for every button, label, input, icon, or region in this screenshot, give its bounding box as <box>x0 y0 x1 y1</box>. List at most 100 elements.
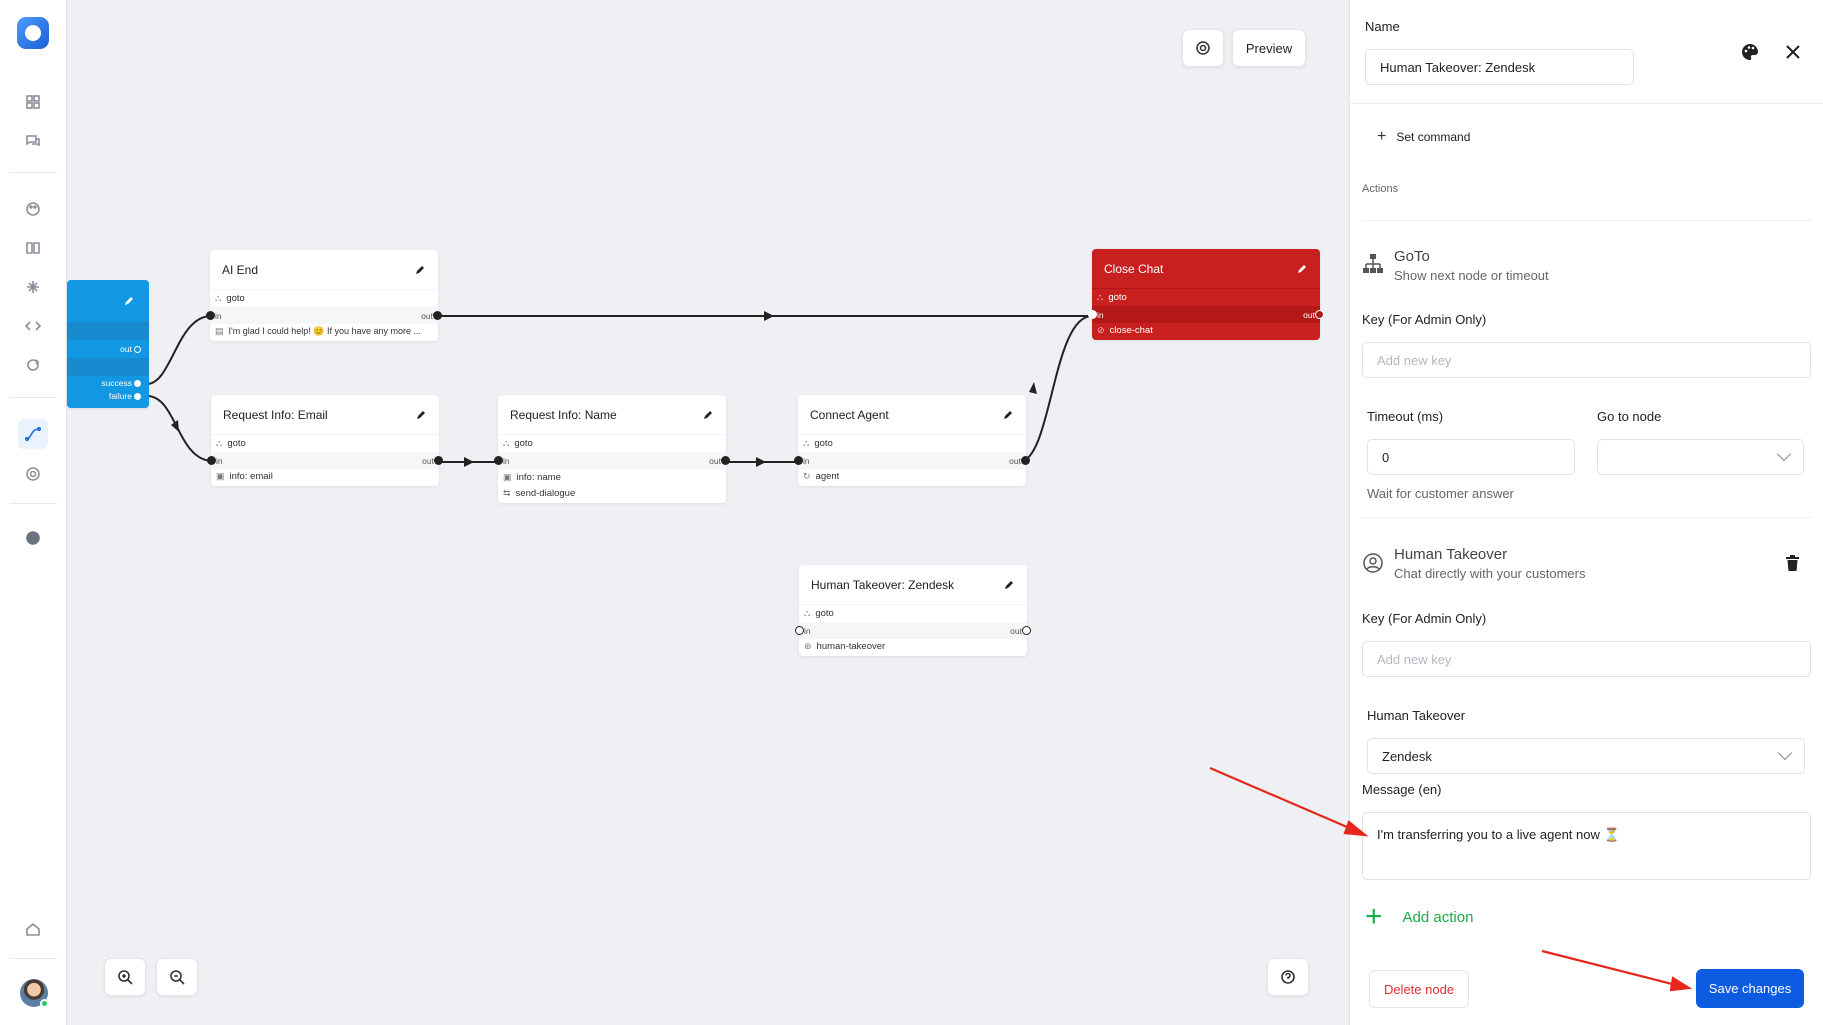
name-input[interactable]: Human Takeover: Zendesk <box>1365 49 1634 85</box>
palette-icon[interactable] <box>22 198 44 220</box>
sitemap-icon: ⛬ <box>803 438 810 448</box>
goto-key-input[interactable]: Add new key <box>1362 342 1811 378</box>
flow-canvas[interactable]: Preview out success failure AI End ⛬go <box>67 0 1349 1025</box>
port-in[interactable] <box>1088 310 1097 319</box>
pencil-icon[interactable] <box>702 409 714 421</box>
port-out[interactable] <box>134 345 141 353</box>
port-in[interactable] <box>794 456 803 465</box>
help-icon <box>1281 970 1295 984</box>
add-action-label: Add action <box>1402 908 1474 926</box>
node-editor-panel: Name Human Takeover: Zendesk + Set comma… <box>1349 0 1823 1025</box>
set-command-button[interactable]: + Set command <box>1377 128 1470 146</box>
sparkle-icon[interactable] <box>22 276 44 298</box>
node-title: AI End <box>222 262 259 277</box>
port-failure[interactable] <box>134 392 141 400</box>
port-out[interactable] <box>1022 626 1031 635</box>
nav-divider <box>10 503 57 504</box>
zoom-out-button[interactable] <box>156 958 198 996</box>
arrowhead <box>171 420 179 432</box>
sitemap-icon: ⛬ <box>804 608 811 618</box>
port-out-label: out <box>1010 625 1022 636</box>
app-logo[interactable] <box>17 17 49 49</box>
port-out[interactable] <box>721 456 730 465</box>
port-in-label: in <box>1097 309 1104 320</box>
actions-label: Actions <box>1362 183 1399 195</box>
palette-icon[interactable] <box>1740 42 1760 62</box>
port-success-label: success <box>101 378 132 388</box>
canvas-settings-button[interactable] <box>1182 29 1224 67</box>
agent-icon: ↻ <box>803 471 811 481</box>
preview-button[interactable]: Preview <box>1232 29 1306 67</box>
start-node[interactable]: out success failure <box>67 280 149 408</box>
port-out[interactable] <box>434 456 443 465</box>
provider-select[interactable]: Zendesk <box>1367 738 1805 774</box>
close-icon[interactable] <box>1786 45 1800 59</box>
pencil-icon[interactable] <box>414 264 426 276</box>
sitemap-icon: ⛬ <box>1097 292 1104 302</box>
bot-icon[interactable] <box>22 527 44 549</box>
node-title: Request Info: Email <box>223 407 328 422</box>
node-detail: human-takeover <box>816 641 886 652</box>
pencil-icon[interactable] <box>415 409 427 421</box>
port-out-label: out <box>120 344 132 354</box>
node-action: goto <box>226 293 245 304</box>
arrowhead <box>464 457 474 467</box>
port-out[interactable] <box>1021 456 1030 465</box>
port-in-label: in <box>804 625 811 636</box>
port-in-label: in <box>216 455 223 466</box>
port-out[interactable] <box>1315 310 1324 319</box>
pencil-icon[interactable] <box>1002 409 1014 421</box>
goto-node-label: Go to node <box>1597 409 1662 424</box>
port-in[interactable] <box>795 626 804 635</box>
home-icon[interactable] <box>22 918 44 940</box>
goto-node-select[interactable] <box>1597 439 1804 475</box>
divider <box>1362 220 1812 221</box>
zoom-in-button[interactable] <box>104 958 146 996</box>
save-changes-button[interactable]: Save changes <box>1696 969 1804 1008</box>
provider-value: Zendesk <box>1382 748 1432 764</box>
set-command-label: Set command <box>1396 130 1471 144</box>
integrations-icon[interactable] <box>22 354 44 376</box>
port-in[interactable] <box>206 311 215 320</box>
chats-icon[interactable] <box>22 130 44 152</box>
trash-icon[interactable] <box>1786 555 1799 571</box>
message-textarea[interactable]: I'm transferring you to a live agent now… <box>1362 812 1811 880</box>
nav-divider <box>10 958 57 959</box>
node-action: goto <box>514 438 533 449</box>
dialogue-icon: ⇆ <box>503 488 511 498</box>
takeover-icon <box>1363 553 1383 573</box>
pencil-icon[interactable] <box>1003 579 1015 591</box>
goto-title: GoTo <box>1394 248 1430 265</box>
provider-label: Human Takeover <box>1367 708 1466 723</box>
port-failure-label: failure <box>108 391 132 401</box>
book-icon[interactable] <box>22 237 44 259</box>
takeover-key-input[interactable]: Add new key <box>1362 641 1811 677</box>
flows-icon[interactable] <box>18 419 48 449</box>
divider <box>1350 103 1823 104</box>
port-in[interactable] <box>494 456 503 465</box>
dashboard-icon[interactable] <box>22 91 44 113</box>
timeout-input[interactable]: 0 <box>1367 439 1575 475</box>
pencil-icon[interactable] <box>1296 263 1308 275</box>
port-out-label: out <box>422 455 434 466</box>
divider <box>1362 517 1812 518</box>
pencil-icon[interactable] <box>123 295 135 307</box>
port-out[interactable] <box>433 311 442 320</box>
port-in[interactable] <box>207 456 216 465</box>
id-card-icon: ▣ <box>216 471 225 481</box>
port-success[interactable] <box>134 379 141 387</box>
delete-node-button[interactable]: Delete node <box>1369 970 1469 1008</box>
add-action-button[interactable]: + Add action <box>1365 902 1473 932</box>
chevron-down-icon <box>1776 446 1792 462</box>
code-icon[interactable] <box>22 315 44 337</box>
help-button[interactable] <box>1267 958 1309 996</box>
takeover-subtitle: Chat directly with your customers <box>1394 566 1586 581</box>
settings-icon[interactable] <box>22 463 44 485</box>
plus-icon: + <box>1377 128 1387 145</box>
